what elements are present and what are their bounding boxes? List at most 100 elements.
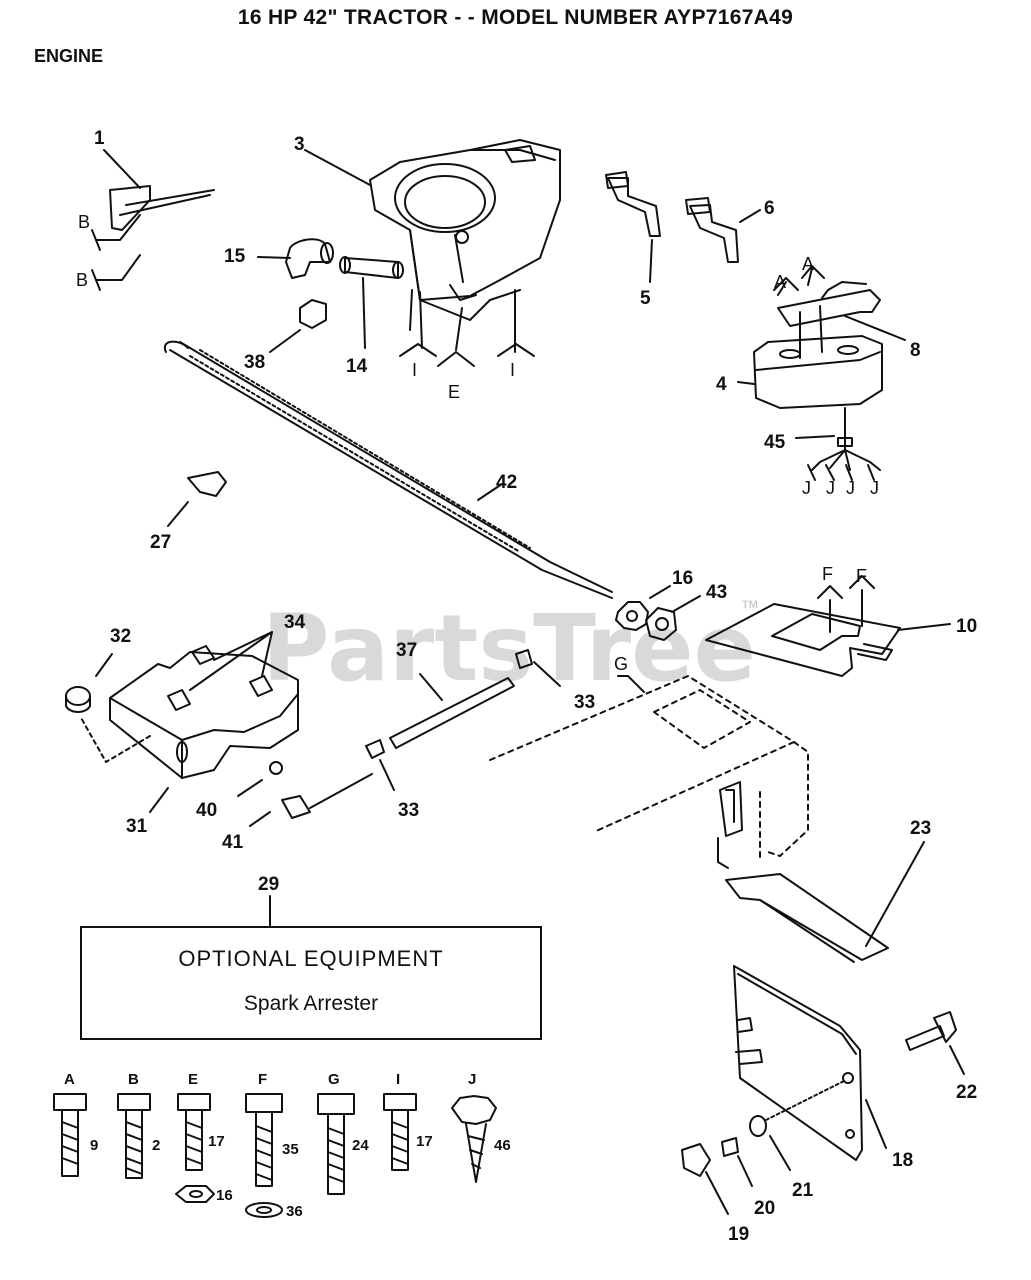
- callout-45: 45: [764, 432, 786, 453]
- letter-f-left: F: [822, 564, 833, 584]
- hardware-letter-j: J: [468, 1071, 476, 1088]
- hardware-letter-g: G: [328, 1071, 340, 1088]
- callout-38: 38: [244, 352, 265, 373]
- callout-34: 34: [284, 612, 306, 633]
- part-42-dipstick: [163, 340, 613, 599]
- part-14-hose: [339, 256, 404, 349]
- letter-b-upper: B: [78, 212, 90, 232]
- frame-dashed-outline: [489, 675, 809, 861]
- callout-19: 19: [728, 1224, 749, 1245]
- part-18-panel: [733, 965, 887, 1161]
- hardware-letter-e: E: [188, 1071, 198, 1088]
- part-3-engine: [304, 139, 561, 353]
- hardware-part-16: 16: [216, 1187, 233, 1204]
- callout-33-upper: 33: [574, 692, 595, 713]
- hardware-letter-i: I: [396, 1071, 400, 1088]
- letter-j-1: J: [802, 478, 811, 498]
- part-27-clip: [167, 471, 227, 527]
- hardware-part-24: 24: [352, 1137, 369, 1154]
- hardware-f-washer: [245, 1202, 283, 1218]
- part-45-legs: [795, 407, 881, 481]
- callout-22: 22: [956, 1082, 977, 1103]
- optional-equipment-heading: OPTIONAL EQUIPMENT: [178, 946, 444, 971]
- callout-14: 14: [346, 356, 368, 377]
- callout-37: 37: [396, 640, 417, 661]
- hardware-letter-b: B: [128, 1071, 139, 1088]
- hardware-letter-f: F: [258, 1071, 267, 1088]
- callout-3: 3: [294, 134, 305, 155]
- hardware-part-35: 35: [282, 1141, 299, 1158]
- a-marker-left: [773, 277, 799, 291]
- hardware-a-bolt: [53, 1093, 87, 1177]
- e-marker: [437, 351, 475, 367]
- letter-a-left: A: [774, 272, 786, 292]
- callout-29: 29: [258, 874, 279, 895]
- part-4-muffler: [737, 305, 883, 409]
- f-marker-right: [849, 575, 875, 589]
- part-31-fuel-tank: [79, 651, 299, 813]
- callout-6: 6: [764, 198, 775, 219]
- part-43-nut: [645, 595, 701, 641]
- hardware-e-lockwasher: [175, 1185, 215, 1203]
- part-21-washer: [749, 1079, 847, 1171]
- letter-j-3: J: [846, 478, 855, 498]
- letter-i-left: I: [412, 360, 417, 380]
- hardware-part-17-e: 17: [208, 1133, 225, 1150]
- part-33-clamp-upper: [515, 649, 561, 687]
- letter-e: E: [448, 382, 460, 402]
- letter-f-right: F: [856, 566, 867, 586]
- callout-20: 20: [754, 1198, 775, 1219]
- page-title: 16 HP 42" TRACTOR - - MODEL NUMBER AYP71…: [237, 6, 794, 29]
- part-37-fuel-hose: [309, 673, 515, 809]
- callout-15: 15: [224, 246, 246, 267]
- hardware-i-bolt: [383, 1093, 417, 1171]
- part-34-pads: [167, 631, 273, 711]
- optional-equipment-box: OPTIONAL EQUIPMENT Spark Arrester: [80, 926, 542, 1040]
- callout-21: 21: [792, 1180, 814, 1201]
- hardware-letter-a: A: [64, 1071, 75, 1088]
- watermark-text: PartsTree: [262, 595, 756, 702]
- letter-b-lower: B: [76, 270, 88, 290]
- callout-1: 1: [94, 128, 105, 149]
- hardware-part-36: 36: [286, 1203, 303, 1220]
- callout-5: 5: [640, 288, 651, 309]
- spark-arrester-label: Spark Arrester: [243, 992, 379, 1015]
- part-32-cap: [65, 653, 113, 713]
- i-marker-right: [497, 343, 535, 357]
- i-marker-left: [399, 343, 437, 357]
- part-20-nut: [721, 1137, 753, 1187]
- part-41-filter: [249, 795, 311, 827]
- f-marker-left: [817, 585, 843, 599]
- hardware-g-bolt: [317, 1093, 355, 1195]
- callout-40: 40: [196, 800, 217, 821]
- part-23-guard: [725, 841, 925, 963]
- callout-32: 32: [110, 626, 131, 647]
- hardware-part-9: 9: [90, 1137, 98, 1154]
- callout-43: 43: [706, 582, 727, 603]
- letter-j-4: J: [870, 478, 879, 498]
- callout-33-lower: 33: [398, 800, 419, 821]
- b-marker-upper: [91, 214, 141, 251]
- callout-10: 10: [956, 616, 977, 637]
- a-marker-right: [801, 265, 825, 279]
- part-19-clip: [681, 1143, 729, 1215]
- part-38-cap: [269, 299, 327, 353]
- hardware-part-46: 46: [494, 1137, 511, 1154]
- callout-16: 16: [672, 568, 693, 589]
- callout-42: 42: [496, 472, 517, 493]
- part-5-tube: [605, 171, 661, 283]
- hardware-f-bolt: [245, 1093, 283, 1187]
- part-40-clamp: [237, 761, 283, 797]
- part-6-tube: [685, 197, 761, 263]
- b-marker-lower: [91, 254, 141, 291]
- hardware-b-bolt: [117, 1093, 151, 1179]
- letter-a-right: A: [802, 254, 814, 274]
- callout-4: 4: [716, 374, 727, 395]
- callout-27: 27: [150, 532, 171, 553]
- letter-g: G: [614, 654, 628, 674]
- part-10-panel: [705, 589, 951, 677]
- part-22-bolt: [905, 1011, 965, 1075]
- callout-8: 8: [910, 340, 921, 361]
- callout-31: 31: [126, 816, 148, 837]
